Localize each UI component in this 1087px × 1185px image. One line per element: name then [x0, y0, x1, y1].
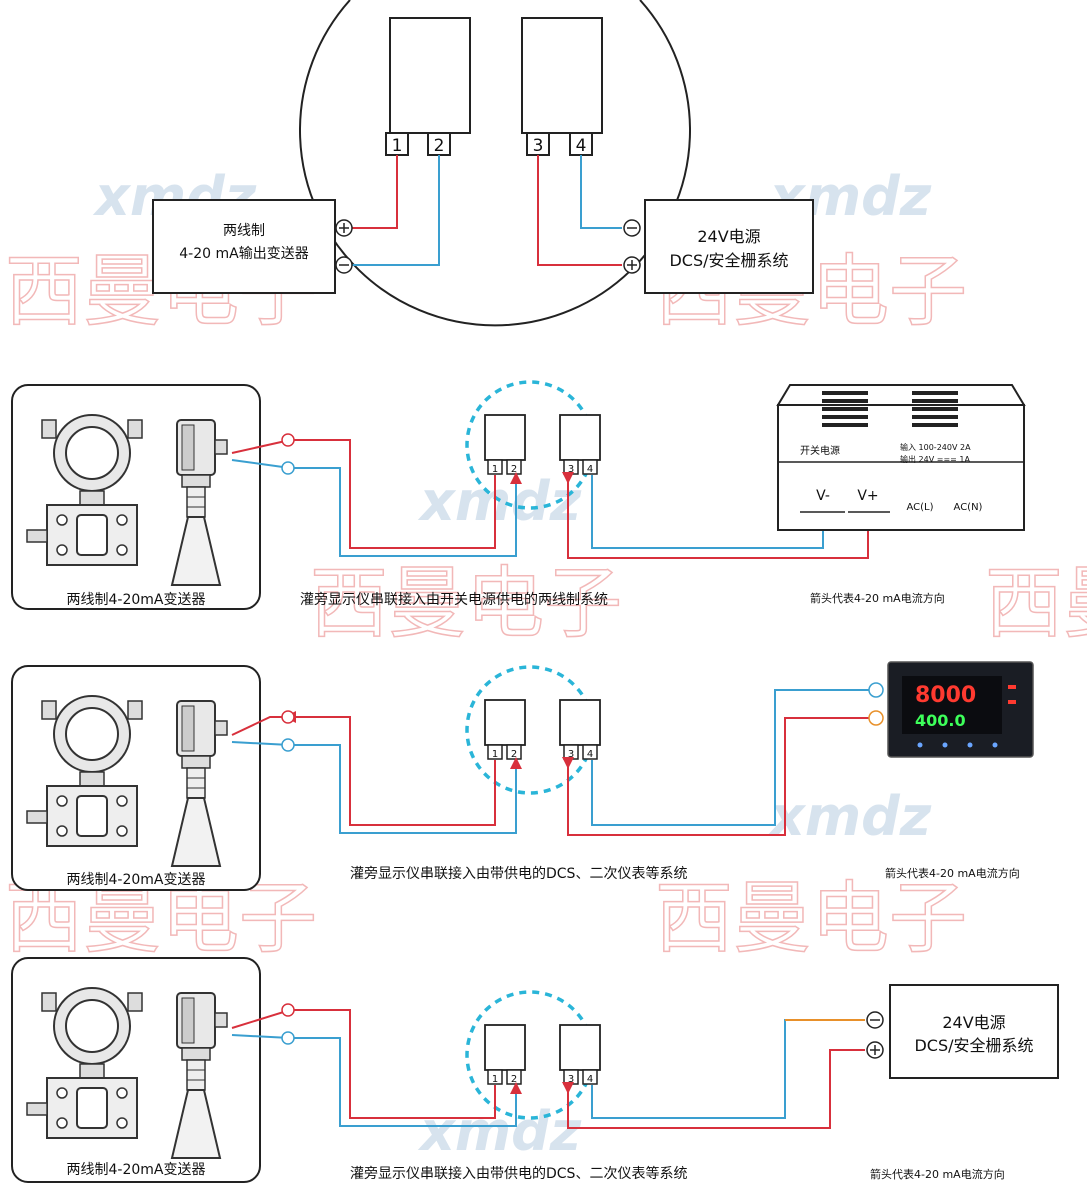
device-panel-label: 两线制4-20mA变送器	[67, 872, 206, 888]
watermark-text: 西曼电子	[655, 874, 967, 964]
transmitter-devices-panel	[11, 957, 261, 1183]
wire-blue-arrow	[231, 1034, 522, 1127]
power-title: 24V电源	[697, 227, 760, 246]
terminal-label: 4	[587, 1074, 593, 1085]
watermark-logo: xmdz	[767, 785, 932, 848]
wire-blue	[591, 1019, 865, 1119]
housing-circle	[299, 0, 691, 327]
psu-vplus: V+	[857, 488, 878, 504]
psu-spec-output: 输出 24V === 1A	[900, 454, 970, 464]
meter-button-icon	[967, 742, 973, 748]
row-2-dcs-meter-system: 两线制4-20mA变送器 1 2 3 4 8000 400.0 灌旁显示仪串联接…	[11, 661, 1034, 891]
watermark-text: 西曼电子	[985, 559, 1087, 649]
power-box	[889, 984, 1059, 1079]
minus-terminal-icon	[281, 738, 295, 752]
transmitter-subtitle: 4-20 mA输出变送器	[179, 246, 308, 262]
power-title: 24V电源	[942, 1013, 1005, 1032]
device-panel-label: 两线制4-20mA变送器	[67, 592, 206, 608]
terminal-label: 1	[492, 749, 498, 760]
display-junction	[465, 665, 602, 795]
terminal-label: 4	[587, 749, 593, 760]
transmitter-devices-panel	[11, 665, 261, 891]
minus-terminal-icon	[868, 682, 884, 698]
wire-red	[231, 439, 496, 549]
module-right	[521, 17, 603, 134]
transmitter-box	[152, 199, 336, 294]
terminal-label: 4	[587, 464, 593, 475]
meter-button-icon	[917, 742, 923, 748]
terminal-label: 3	[533, 136, 544, 156]
arrow-note: 箭头代表4-20 mA电流方向	[810, 591, 945, 605]
plus-sign	[870, 1045, 880, 1055]
row-caption: 灌旁显示仪串联接入由开关电源供电的两线制系统	[300, 591, 608, 608]
meter-top-reading: 8000	[915, 683, 976, 708]
module-left	[389, 17, 471, 134]
terminal-label: 3	[568, 749, 574, 760]
terminal-label: 2	[434, 136, 445, 156]
terminal-label: 2	[511, 1074, 517, 1085]
terminal-label: 3	[568, 464, 574, 475]
wire-red	[537, 155, 622, 266]
plus-terminal-icon	[281, 1003, 295, 1017]
arrow-note: 箭头代表4-20 mA电流方向	[885, 866, 1020, 880]
switching-power-supply: 开关电源 输入 100-240V 2A 输出 24V === 1A V- V+ …	[776, 384, 1026, 531]
terminal-label: 3	[568, 1074, 574, 1085]
power-subtitle: DCS/安全栅系统	[914, 1036, 1033, 1055]
wire-red	[352, 155, 398, 229]
device-panel-label: 两线制4-20mA变送器	[67, 1162, 206, 1178]
row-1-switching-psu-system: 两线制4-20mA变送器 1 2 3 4 开关电源 输入 100-240V 2A…	[11, 380, 1026, 610]
psu-acn: AC(N)	[954, 502, 983, 513]
terminal-label: 1	[392, 136, 403, 156]
plus-terminal-icon	[281, 433, 295, 447]
plus-sign	[627, 260, 637, 270]
power-subtitle: DCS/安全栅系统	[669, 251, 788, 270]
row-caption: 灌旁显示仪串联接入由带供电的DCS、二次仪表等系统	[350, 865, 687, 882]
minus-terminal-icon	[281, 461, 295, 475]
meter-button-icon	[942, 742, 948, 748]
transmitter-title: 两线制	[223, 223, 265, 239]
meter-bottom-reading: 400.0	[915, 711, 966, 730]
watermark-text: 西曼电子	[310, 559, 622, 649]
wire-red	[231, 1009, 496, 1119]
wire-blue-arrow	[231, 459, 522, 557]
transmitter-devices-panel	[11, 384, 261, 610]
terminal-label: 2	[511, 749, 517, 760]
power-box	[644, 199, 814, 294]
wire-red-arrow	[562, 1049, 865, 1129]
wire-blue-arrow	[231, 741, 522, 834]
meter-button-icon	[992, 742, 998, 748]
wire-blue	[580, 155, 622, 229]
psu-spec-input: 输入 100-240V 2A	[900, 442, 971, 452]
wire-blue	[352, 155, 440, 266]
digital-panel-meter: 8000 400.0	[887, 661, 1034, 758]
terminal-label: 1	[492, 1074, 498, 1085]
arrow-note: 箭头代表4-20 mA电流方向	[870, 1167, 1005, 1181]
wire-red-arrow	[562, 472, 869, 559]
terminal-label: 1	[492, 464, 498, 475]
psu-acl: AC(L)	[906, 502, 933, 513]
plus-sign	[339, 223, 349, 233]
row-3-dcs-power-system: 两线制4-20mA变送器 1 2 3 4 24V电源 DCS/安全栅系统 灌旁显…	[11, 957, 1059, 1183]
minus-terminal-icon	[281, 1031, 295, 1045]
wire-red-arrow	[562, 717, 870, 836]
wire-blue	[591, 689, 870, 826]
plus-terminal-icon	[281, 710, 295, 724]
psu-vminus: V-	[816, 488, 830, 504]
psu-title: 开关电源	[800, 444, 840, 457]
plus-terminal-icon	[868, 710, 884, 726]
terminal-label: 4	[576, 136, 587, 156]
wire-red	[231, 716, 496, 826]
top-diagram: 1 2 3 4 两线制 4-20 mA输出变送器 24V电源 DCS/安全栅系统	[152, 0, 814, 327]
row-caption: 灌旁显示仪串联接入由带供电的DCS、二次仪表等系统	[350, 1165, 687, 1182]
terminal-label: 2	[511, 464, 517, 475]
